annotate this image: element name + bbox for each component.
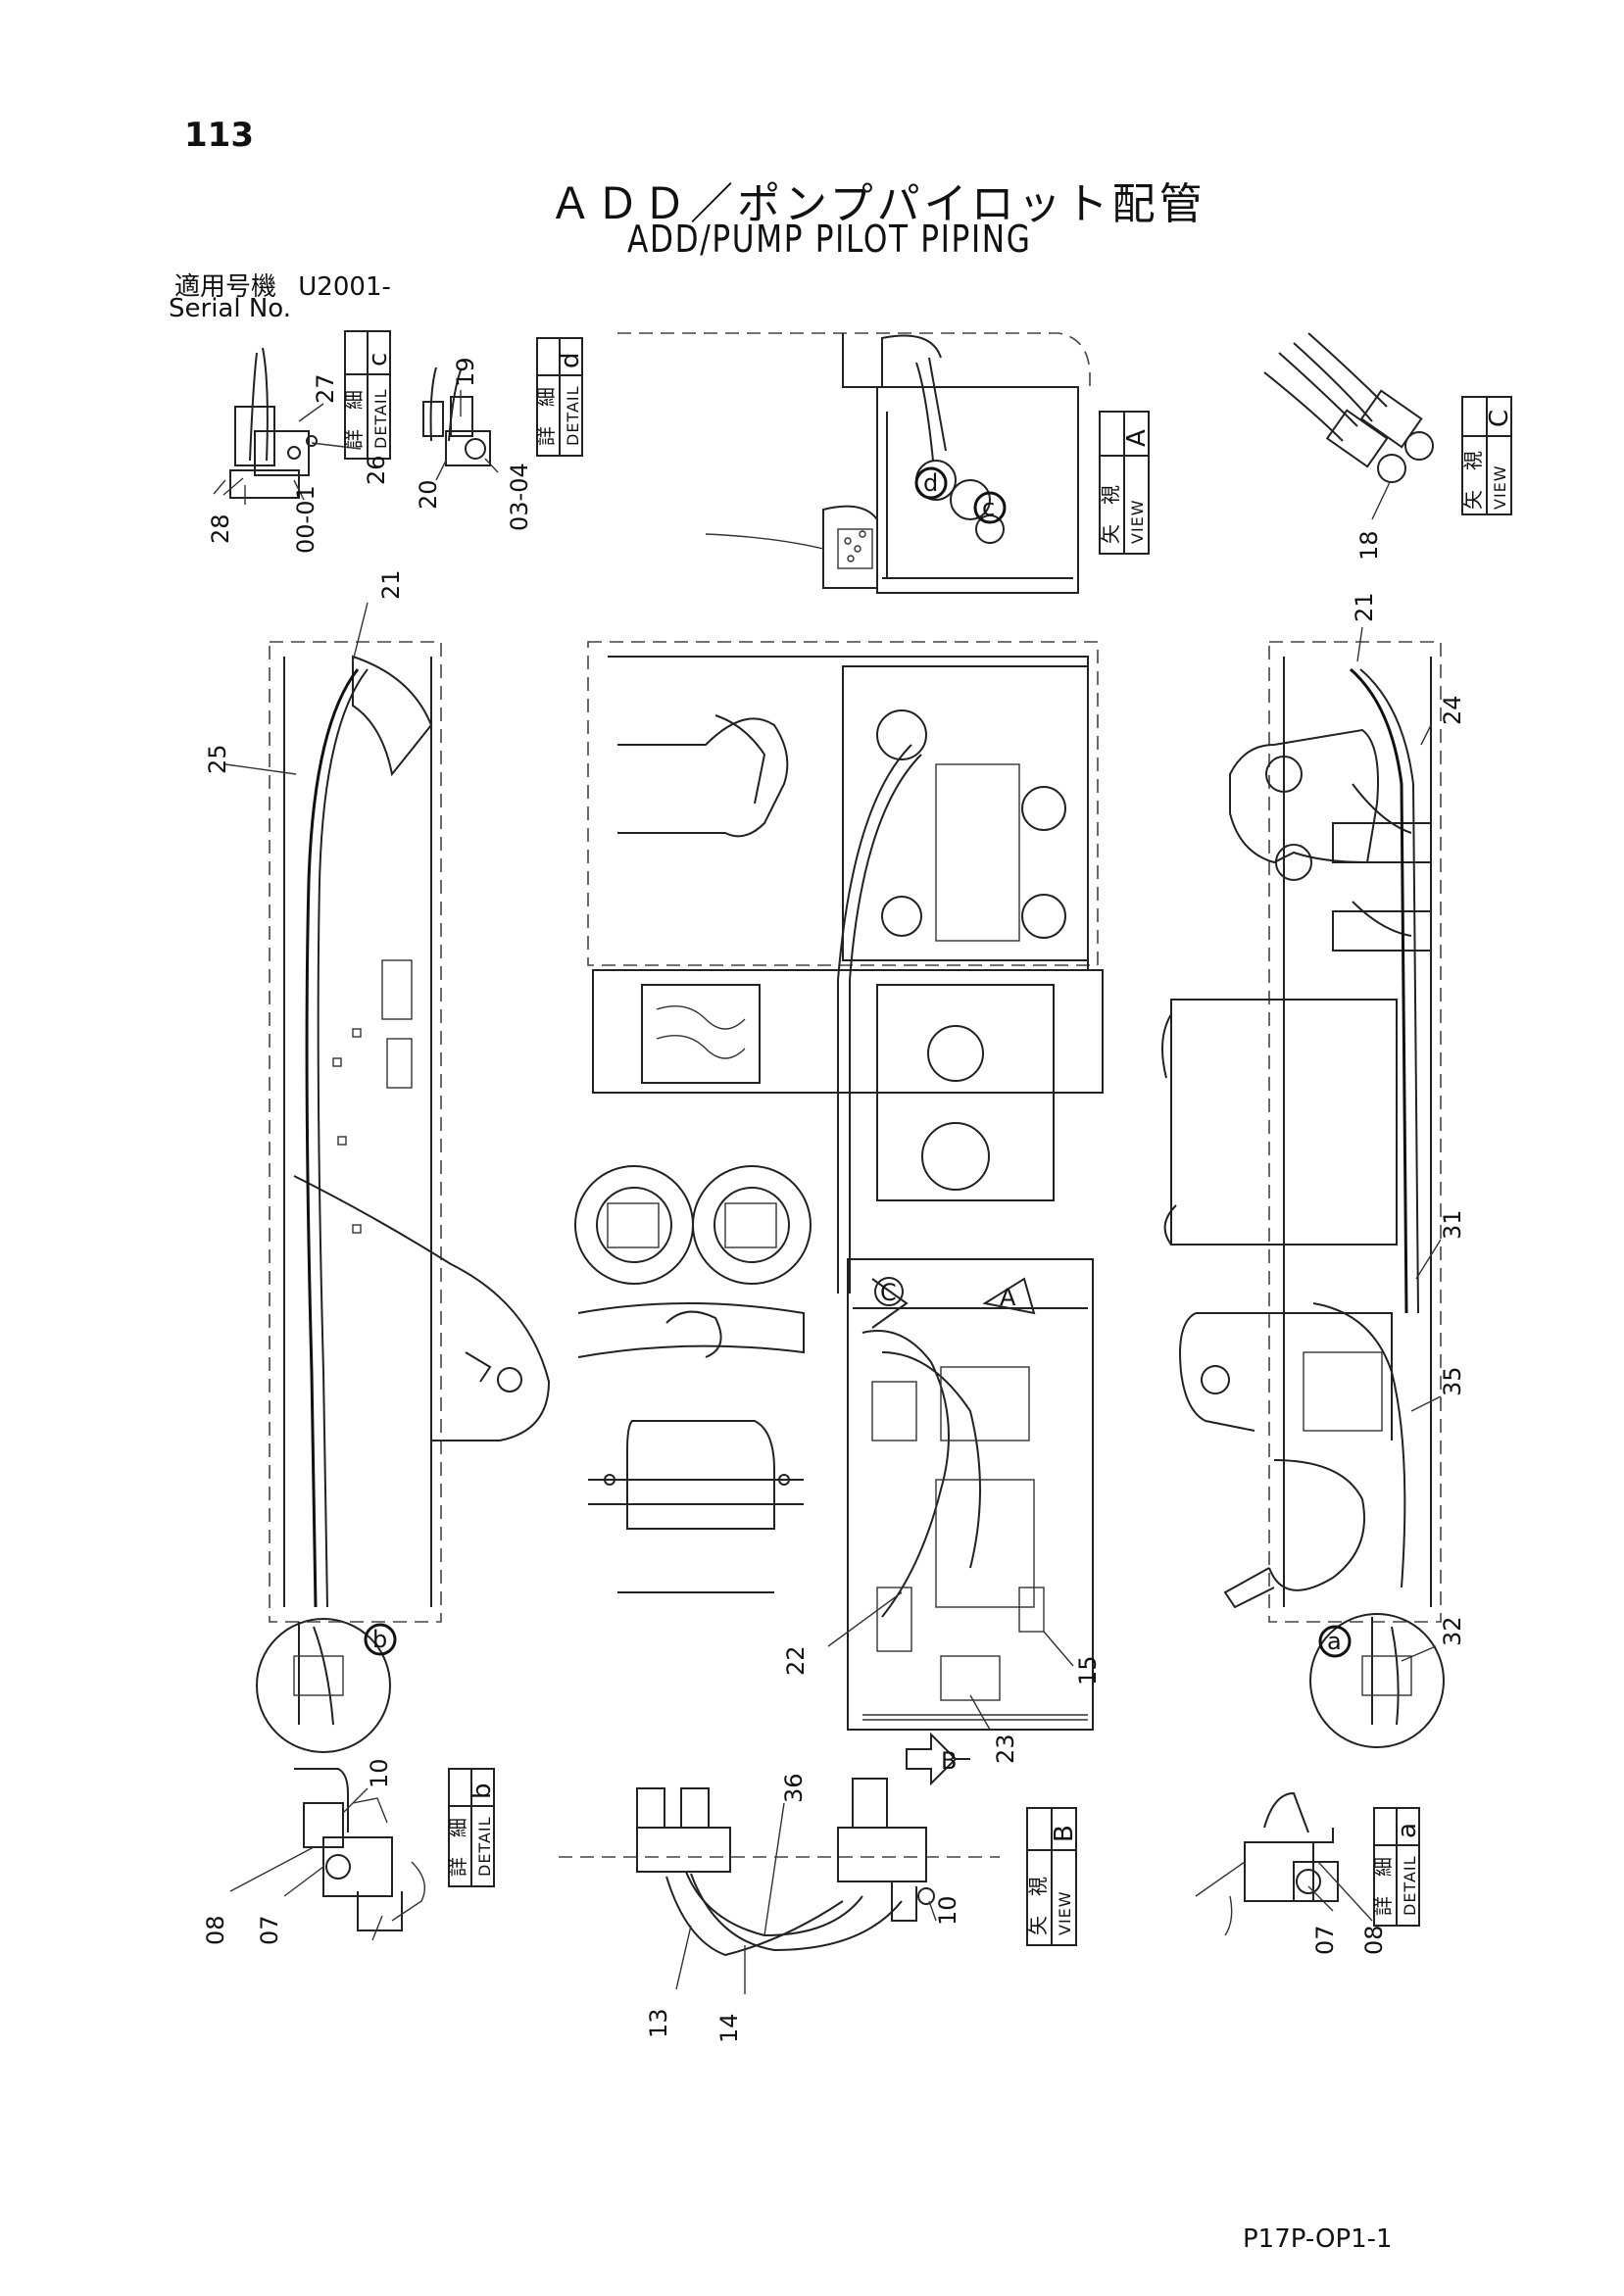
serial-value: U2001- — [298, 272, 391, 302]
serial-label: 適用号機 U2001- — [174, 267, 391, 303]
callout-28: 28 — [207, 513, 234, 544]
view-b-en: VIEW — [1056, 1890, 1074, 1935]
view-a-jp: 矢 視 — [1099, 485, 1122, 544]
view-b-jp: 矢 視 — [1026, 1877, 1050, 1935]
serial-label-japanese: 適用号機 — [174, 272, 277, 302]
callouts: 27 26 28 00-01 19 20 03-04 18 21 25 21 2… — [202, 357, 1466, 2043]
page-number: 113 — [184, 116, 254, 155]
center-plan-markers: C A B — [871, 1277, 1036, 1786]
page-title-japanese: ＡＤＤ／ポンプパイロット配管 — [549, 179, 1206, 229]
callout-10-view-b: 10 — [934, 1895, 961, 1926]
view-c-jp: 矢 視 — [1461, 451, 1485, 510]
callout-07-detail-a: 07 — [1311, 1925, 1339, 1955]
circle-a: a — [1327, 1628, 1342, 1655]
detail-a-jp: 詳 細 — [1371, 1857, 1395, 1916]
view-b-letter: B — [1050, 1825, 1079, 1842]
detail-c-jp: 詳 細 — [342, 390, 366, 449]
callout-19: 19 — [452, 357, 479, 387]
detail-c-drawing — [213, 347, 318, 505]
detail-c-letter: c — [364, 353, 393, 366]
callout-27: 27 — [312, 373, 339, 404]
callout-36: 36 — [780, 1773, 808, 1803]
arrow-b: B — [941, 1747, 957, 1775]
view-a-tag: 矢 視 VIEW A — [1099, 411, 1152, 555]
circle-c-upper: C — [880, 1279, 897, 1306]
leader-lines — [222, 390, 1442, 1994]
callout-03-04: 03-04 — [506, 463, 533, 531]
page-title-english: ADD/PUMP PILOT PIPING — [627, 218, 1032, 261]
callout-21-right: 21 — [1351, 592, 1378, 622]
left-frame-drawing — [269, 641, 551, 1623]
right-frame-drawing — [1161, 641, 1442, 1623]
detail-a-en: DETAIL — [1401, 1855, 1419, 1916]
callout-31: 31 — [1439, 1209, 1466, 1240]
callout-10-detail-b: 10 — [366, 1758, 393, 1788]
serial-label-english: Serial No. — [169, 294, 291, 323]
circle-b: b — [372, 1626, 387, 1653]
view-a-drawing — [617, 332, 1091, 594]
detail-c-tag: 詳 細 DETAIL c — [342, 330, 393, 460]
view-b-drawing — [559, 1778, 1000, 1957]
callout-14: 14 — [715, 2013, 743, 2043]
view-c-tag: 矢 視 VIEW C — [1461, 396, 1514, 515]
detail-d-letter: d — [556, 352, 585, 368]
circle-c: c — [982, 494, 995, 521]
callout-08-detail-b: 08 — [202, 1915, 229, 1945]
callout-18: 18 — [1355, 530, 1383, 561]
callout-35: 35 — [1439, 1366, 1466, 1396]
callout-21-left: 21 — [377, 569, 405, 600]
callout-24: 24 — [1439, 695, 1466, 725]
view-c-letter: C — [1485, 410, 1514, 427]
detail-a-locator: a — [1309, 1613, 1445, 1748]
detail-b-jp: 詳 細 — [446, 1818, 469, 1877]
detail-c-en: DETAIL — [371, 388, 390, 449]
detail-d-jp: 詳 細 — [534, 387, 558, 446]
callout-13: 13 — [645, 2008, 672, 2038]
detail-d-tag: 詳 細 DETAIL d — [534, 337, 585, 457]
view-b-tag: 矢 視 VIEW B — [1026, 1807, 1079, 1946]
callout-07-detail-b: 07 — [256, 1915, 283, 1945]
detail-d-en: DETAIL — [564, 385, 582, 446]
detail-d-drawing — [422, 366, 491, 466]
view-c-en: VIEW — [1491, 464, 1509, 510]
callout-08-detail-a: 08 — [1360, 1925, 1388, 1955]
detail-a-drawing — [1195, 1791, 1339, 1936]
callout-25: 25 — [204, 744, 231, 774]
drawing-code: P17P-OP1-1 — [1243, 2224, 1393, 2254]
view-a-letter: A — [1122, 429, 1152, 447]
detail-b-locator: b — [256, 1618, 397, 1753]
callout-22: 22 — [782, 1645, 810, 1676]
detail-a-tag: 詳 細 DETAIL a — [1371, 1807, 1422, 1927]
center-plan-drawing — [574, 641, 1104, 1731]
view-a-circles: d c — [914, 466, 1007, 524]
callout-26: 26 — [363, 455, 390, 485]
callout-00-01: 00-01 — [292, 485, 320, 554]
circle-d: d — [923, 469, 938, 497]
callout-20: 20 — [415, 479, 442, 510]
detail-b-tag: 詳 細 DETAIL b — [446, 1768, 497, 1887]
view-a-en: VIEW — [1128, 499, 1147, 544]
detail-b-en: DETAIL — [475, 1816, 494, 1877]
detail-a-letter: a — [1393, 1823, 1422, 1838]
detail-b-letter: b — [468, 1783, 497, 1799]
callout-32: 32 — [1439, 1616, 1466, 1646]
triangle-a: A — [1000, 1284, 1016, 1311]
callout-23: 23 — [992, 1734, 1019, 1764]
callout-15: 15 — [1074, 1655, 1102, 1685]
detail-b-drawing — [294, 1768, 425, 1941]
view-c-drawing — [1263, 332, 1434, 483]
